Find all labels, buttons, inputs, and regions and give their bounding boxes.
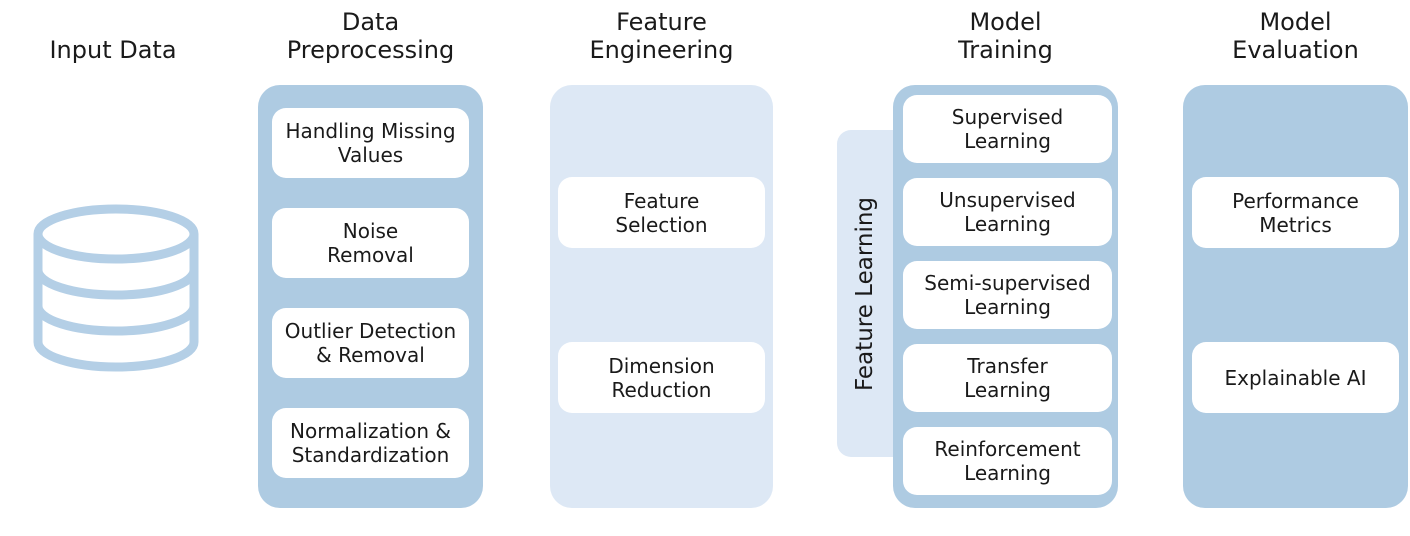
column-header-model-training: Model Training [958, 8, 1053, 64]
step-transfer-learning: Transfer Learning [903, 344, 1112, 412]
step-noise-removal: Noise Removal [272, 208, 469, 278]
step-unsupervised-learning: Unsupervised Learning [903, 178, 1112, 246]
step-performance-metrics: Performance Metrics [1192, 177, 1399, 248]
column-header-input-data: Input Data [49, 36, 177, 64]
feature-learning-label: Feature Learning [837, 130, 893, 457]
step-reinforcement-learning: Reinforcement Learning [903, 427, 1112, 495]
step-feature-selection: Feature Selection [558, 177, 765, 248]
step-semi-supervised-learning: Semi-supervised Learning [903, 261, 1112, 329]
step-explainable-ai: Explainable AI [1192, 342, 1399, 413]
column-header-model-evaluation: Model Evaluation [1232, 8, 1359, 64]
step-handling-missing-values: Handling Missing Values [272, 108, 469, 178]
column-header-data-preprocessing: Data Preprocessing [286, 8, 455, 64]
feature-engineering-container [550, 85, 773, 508]
step-outlier-detection-removal: Outlier Detection & Removal [272, 308, 469, 378]
step-dimension-reduction: Dimension Reduction [558, 342, 765, 413]
step-supervised-learning: Supervised Learning [903, 95, 1112, 163]
feature-learning-text: Feature Learning [852, 196, 879, 391]
column-header-feature-engineering: Feature Engineering [589, 8, 734, 64]
step-normalization-standardization: Normalization & Standardization [272, 408, 469, 478]
database-icon [33, 204, 199, 372]
model-evaluation-container [1183, 85, 1408, 508]
